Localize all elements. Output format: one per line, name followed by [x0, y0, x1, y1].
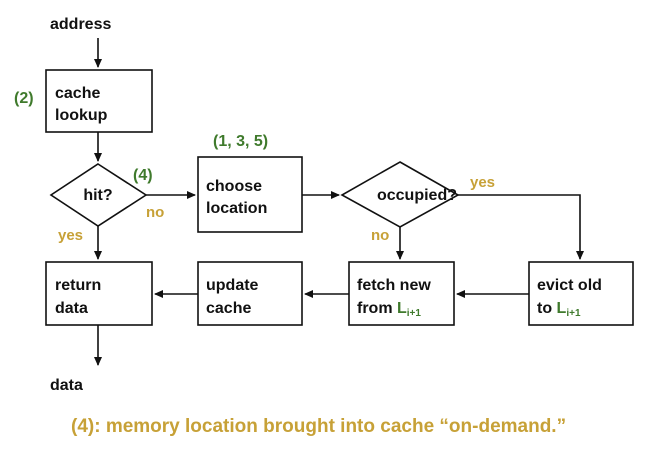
- fetch-new-level-sub: i+1: [407, 308, 422, 319]
- evict-old-level: L: [557, 300, 567, 317]
- footnote: (4): memory location brought into cache …: [71, 416, 566, 437]
- choose-location-line1: choose: [206, 178, 262, 195]
- occupied-yes-label: yes: [470, 174, 495, 191]
- evict-old-box: [528, 261, 634, 326]
- choose-location-node: choose location: [197, 156, 303, 233]
- return-data-node: return data: [45, 261, 153, 326]
- update-cache-line1: update: [206, 277, 259, 294]
- step-label-cache-lookup: (2): [14, 90, 34, 107]
- hit-no-label: no: [146, 204, 164, 221]
- hit-yes-label: yes: [58, 227, 83, 244]
- fetch-new-line1: fetch new: [357, 277, 431, 294]
- hit-label: hit?: [83, 187, 112, 204]
- step-label-choose-location: (1, 3, 5): [213, 133, 268, 150]
- fetch-new-line2: from Li+1: [357, 300, 421, 319]
- evict-old-level-sub: i+1: [566, 308, 581, 319]
- cache-lookup-line1: cache: [55, 85, 100, 102]
- return-data-line1: return: [55, 277, 101, 294]
- occupied-no-label: no: [371, 227, 389, 244]
- fetch-new-level: L: [397, 300, 407, 317]
- fetch-new-node: fetch new from Li+1: [348, 261, 455, 326]
- evict-old-prefix: to: [537, 300, 557, 317]
- evict-old-line2: to Li+1: [537, 300, 581, 319]
- cache-lookup-box: [45, 69, 153, 133]
- occupied-decision-node: occupied?: [340, 161, 460, 228]
- return-data-line2: data: [55, 300, 88, 317]
- evict-old-node: evict old to Li+1: [528, 261, 634, 326]
- update-cache-node: update cache: [197, 261, 303, 326]
- choose-location-box: [197, 156, 303, 233]
- update-cache-line2: cache: [206, 300, 251, 317]
- choose-location-line2: location: [206, 200, 267, 217]
- fetch-new-prefix: from: [357, 300, 397, 317]
- arrow-occupied-yes-to-evict: [458, 194, 584, 260]
- evict-old-line1: evict old: [537, 277, 602, 294]
- hit-decision-node: hit?: [49, 163, 148, 227]
- occupied-label: occupied?: [377, 187, 457, 204]
- step-label-hit-no: (4): [133, 167, 153, 184]
- address-label: address: [50, 16, 111, 33]
- cache-lookup-node: cache lookup: [45, 69, 153, 133]
- return-data-box: [45, 261, 153, 326]
- cache-lookup-line2: lookup: [55, 107, 108, 124]
- data-output-label: data: [50, 377, 83, 394]
